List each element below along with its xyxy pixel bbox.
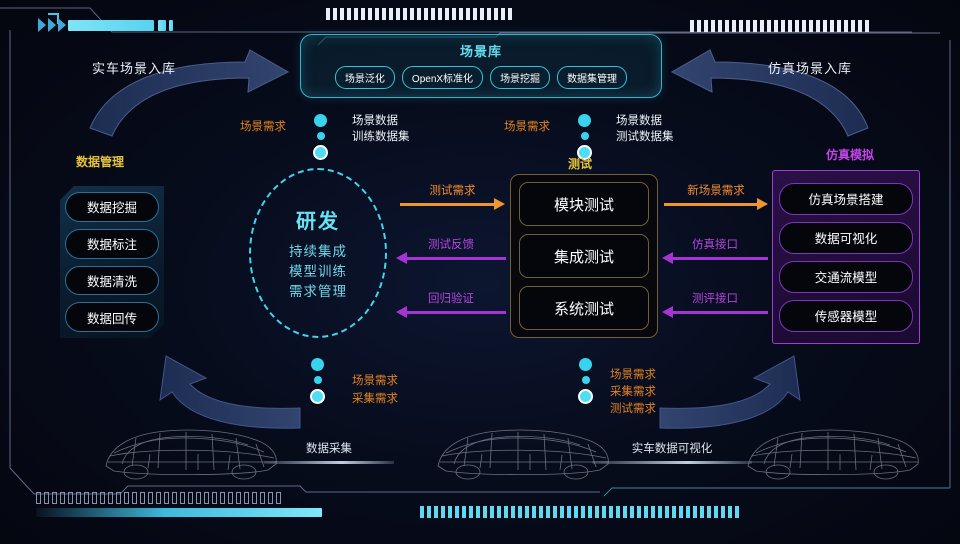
flow-label-test-demand: 测试需求 [429,185,476,197]
rnd-line-1: 模型训练 [289,263,347,279]
dot-column-top-right [577,114,592,160]
flow-label-eval-interface: 测评接口 [692,293,738,305]
dot-label-top-left-demand: 场景需求 [240,121,286,133]
caption-underline [264,461,394,464]
dot-label-bottom-left-1: 采集需求 [352,393,398,405]
scenario-pill-1[interactable]: OpenX标准化 [401,66,484,89]
flow-label-new-scenario-demand: 新场景需求 [687,185,745,197]
accent-bar-bottom-left [36,508,322,517]
wireframe-car-left [105,429,277,480]
accent-bar-top-left [68,20,154,31]
flow-label-regression-verify: 回归验证 [428,293,474,305]
sim-item-1[interactable]: 数据可视化 [779,221,913,254]
data-item-2[interactable]: 数据清洗 [65,266,159,296]
data-item-1[interactable]: 数据标注 [65,229,159,259]
data-management-panel[interactable]: 数据挖掘 数据标注 数据清洗 数据回传 [60,186,164,338]
flow-label-sim-interface: 仿真接口 [692,239,738,251]
scenario-pill-0[interactable]: 场景泛化 [334,66,395,89]
data-item-0[interactable]: 数据挖掘 [65,192,159,222]
flow-regression-verify: 回归验证 [396,293,506,318]
scenario-library-pill-group: 场景泛化 OpenX标准化 场景挖掘 数据集管理 [301,66,661,89]
dot-label-top-left-data-0: 场景数据 [352,115,398,127]
flow-new-scenario-demand: 新场景需求 [664,185,768,210]
dot-column-bottom-left [310,358,325,404]
data-item-3[interactable]: 数据回传 [65,302,159,332]
dot-label-top-right-data-1: 测试数据集 [616,131,674,143]
dot-small [316,132,325,140]
test-item-0[interactable]: 模块测试 [519,182,649,226]
sim-item-3[interactable]: 传感器模型 [779,299,913,332]
rnd-line-2: 需求管理 [289,283,347,299]
dot-large [314,114,327,127]
scenario-library-title: 场景库 [459,44,502,59]
wireframe-car-center [437,429,609,480]
wireframe-car-right [747,429,919,480]
dot-column-top-left [313,114,328,160]
dot-label-top-left-data-1: 训练数据集 [352,131,410,143]
dot-ring [313,145,328,160]
dot-label-bottom-right-1: 采集需求 [610,386,656,398]
scenario-library-panel[interactable]: 场景库 场景泛化 OpenX标准化 场景挖掘 数据集管理 [300,34,662,98]
accent-bar-top-left-3 [169,20,173,31]
nav-label-left: 实车场景入库 [92,61,177,76]
flow-test-demand: 测试需求 [400,185,505,210]
scenario-pill-2[interactable]: 场景挖掘 [490,66,551,89]
flow-test-feedback: 测试反馈 [396,239,506,264]
flow-eval-interface: 测评接口 [662,293,768,318]
dot-small [580,132,589,140]
caption-vehicle-data-vis-text: 实车数据可视化 [631,443,713,455]
testing-panel[interactable]: 模块测试 集成测试 系统测试 [510,174,658,338]
dot-label-bottom-left-0: 场景需求 [352,375,398,387]
dot-large [578,114,591,127]
flow-label-test-feedback: 测试反馈 [428,239,474,251]
dot-label-top-right-demand: 场景需求 [504,121,550,133]
dot-ring [578,389,593,404]
test-item-1[interactable]: 集成测试 [519,234,649,278]
dot-ring [577,145,592,160]
dot-ring [310,389,325,404]
caption-data-collection-text: 数据采集 [306,443,352,455]
testing-title: 测试 [568,157,593,171]
test-item-2[interactable]: 系统测试 [519,286,649,330]
accent-bar-top-left-2 [158,20,166,31]
caption-data-collection: 数据采集 [264,440,394,464]
dot-column-bottom-right [578,358,593,404]
dot-label-bottom-right-0: 场景需求 [610,369,656,381]
tick-strip-bottom-right [420,506,739,518]
sim-item-2[interactable]: 交通流模型 [779,260,913,293]
dot-small [581,376,590,384]
chevron-accent-icon [38,18,66,32]
dot-small [313,376,322,384]
sim-item-0[interactable]: 仿真场景搭建 [779,182,913,215]
tick-strip-bottom-left [36,492,281,504]
dot-label-top-right-data-0: 场景数据 [616,115,662,127]
nav-label-right: 仿真场景入库 [768,61,853,76]
rnd-line-0: 持续集成 [289,243,347,259]
simulation-panel[interactable]: 仿真场景搭建 数据可视化 交通流模型 传感器模型 [772,170,920,344]
data-management-title: 数据管理 [76,155,125,169]
rnd-title: 研发 [296,210,340,233]
flow-sim-interface: 仿真接口 [662,239,768,264]
dot-large [579,358,592,371]
simulation-title: 仿真模拟 [826,148,875,162]
dot-label-bottom-right-2: 测试需求 [610,403,656,415]
caption-underline [592,461,752,464]
tick-strip-top-right [690,20,869,32]
scenario-pill-3[interactable]: 数据集管理 [557,66,628,89]
caption-vehicle-data-vis: 实车数据可视化 [592,440,752,464]
rnd-circle[interactable]: 研发 持续集成 模型训练 需求管理 [249,168,387,338]
tick-strip-top-center [326,8,512,20]
dot-large [311,358,324,371]
